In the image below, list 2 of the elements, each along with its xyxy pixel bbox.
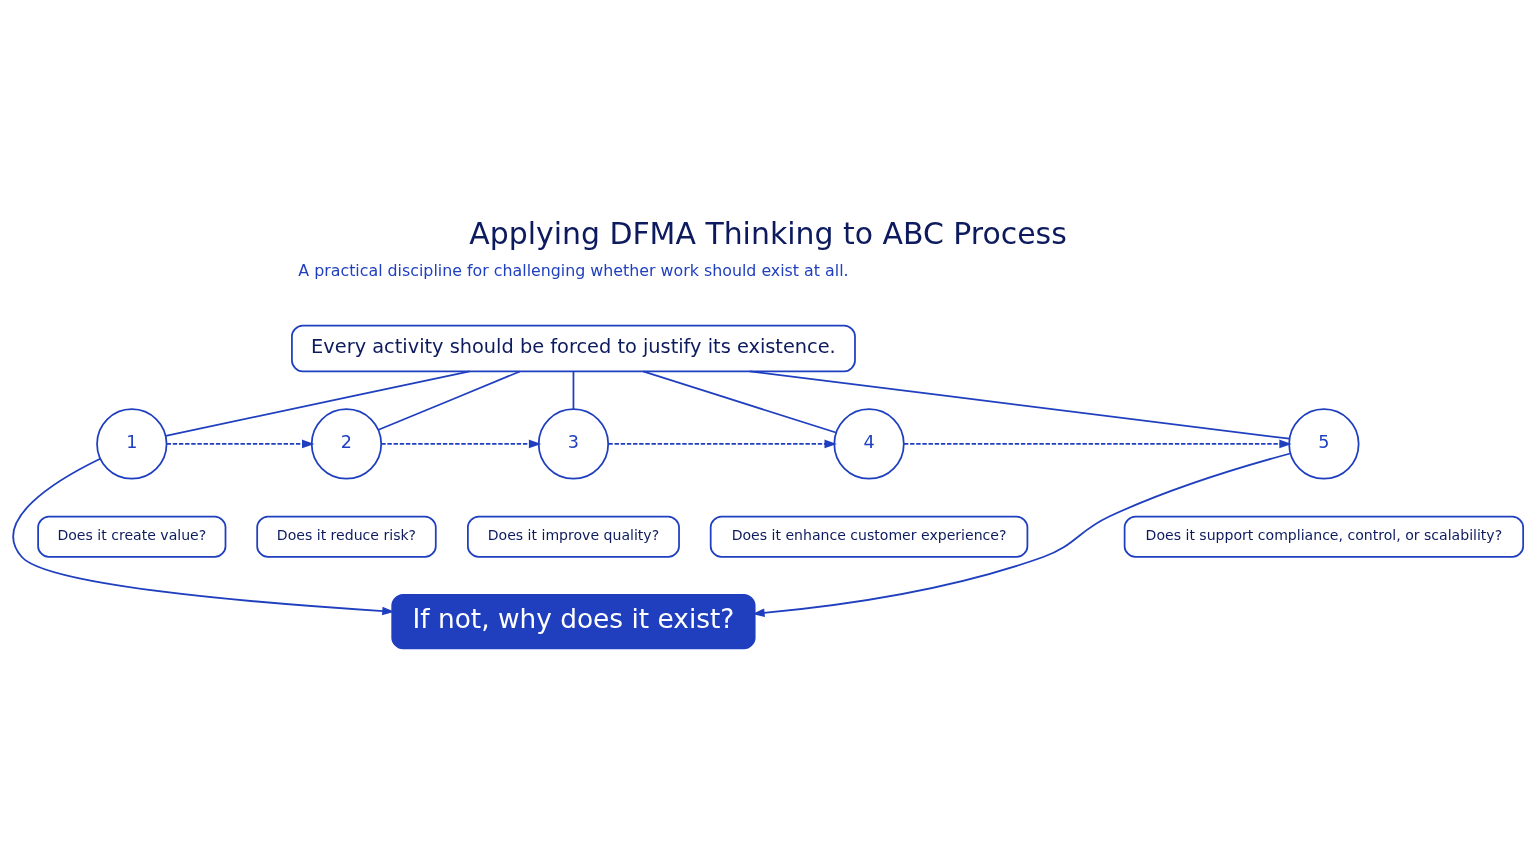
label: A practical discipline for challenging whether work should exist at all.: [298, 260, 849, 280]
diagram-title: Applying DFMA Thinking to ABC Process: [469, 215, 1067, 251]
